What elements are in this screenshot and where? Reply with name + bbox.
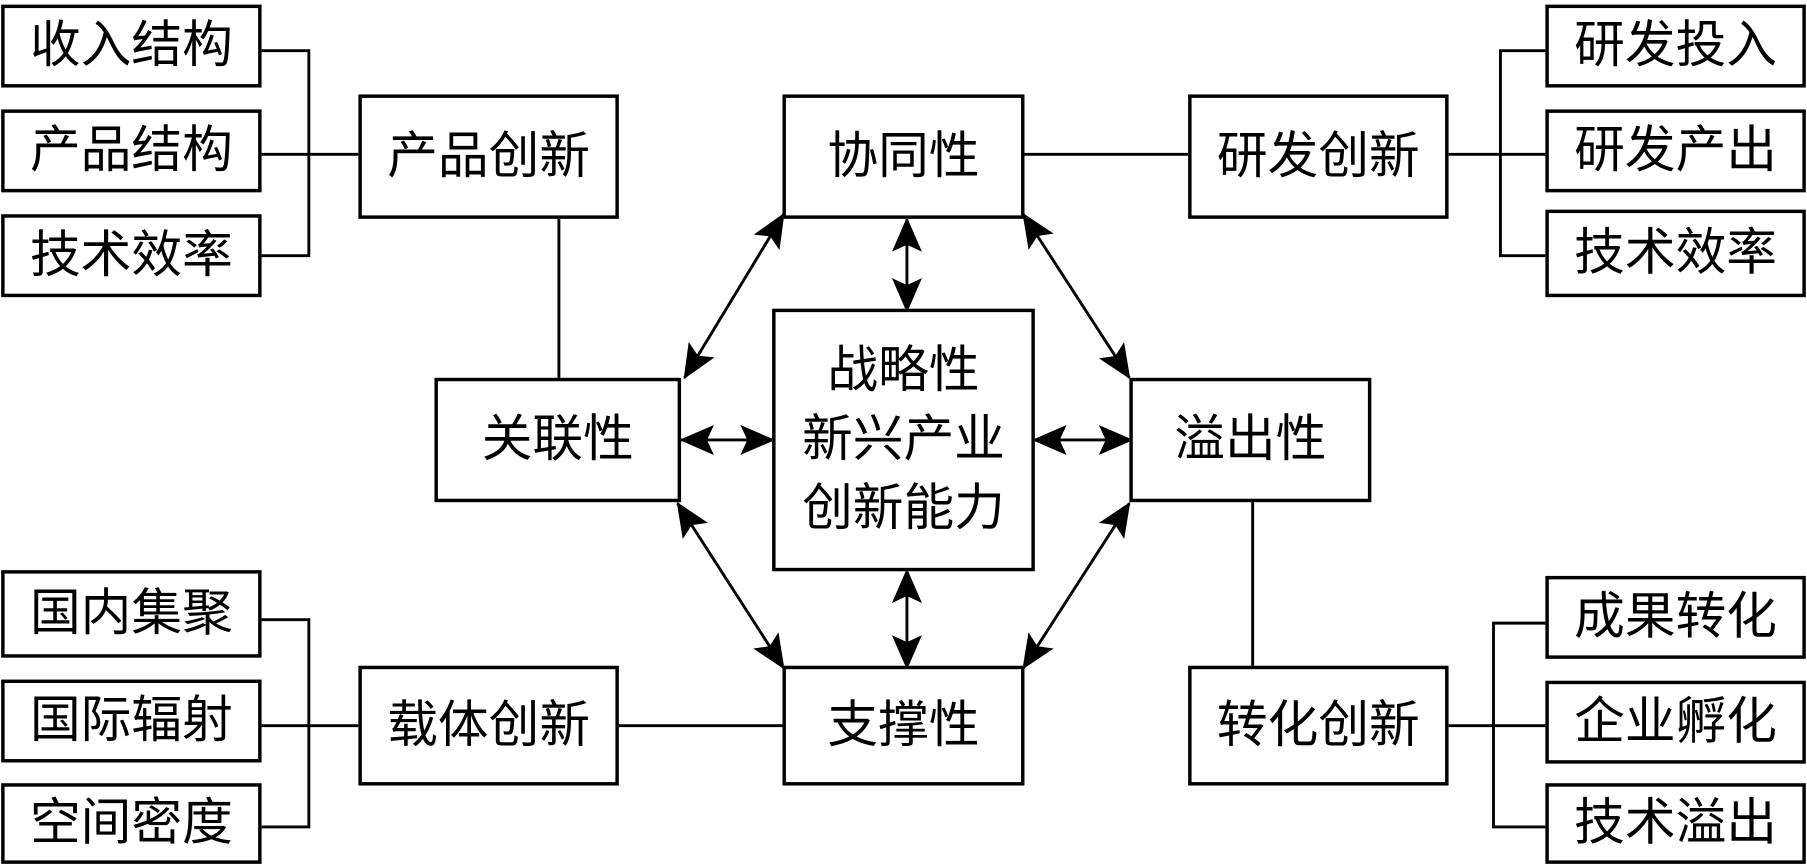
arrow-spillover-support bbox=[1022, 501, 1131, 670]
center-core: 战略性 新兴产业 创新能力 bbox=[772, 308, 1035, 572]
group-rnd-innovation: 研发创新 bbox=[1188, 94, 1449, 219]
hub-spillover: 溢出性 bbox=[1129, 377, 1372, 503]
leaf-product-1: 收入结构 bbox=[1, 4, 262, 88]
center-line-1: 战略性 bbox=[827, 340, 980, 400]
group-product-innovation: 产品创新 bbox=[358, 94, 619, 219]
leaf-product-2: 产品结构 bbox=[1, 109, 262, 193]
bracket-transform bbox=[1448, 621, 1547, 829]
leaf-transform-1: 成果转化 bbox=[1545, 575, 1806, 659]
center-line-2: 新兴产业 bbox=[802, 410, 1005, 469]
bracket-carrier bbox=[260, 618, 359, 829]
bracket-product bbox=[260, 49, 359, 258]
leaf-carrier-1: 国内集聚 bbox=[1, 570, 262, 658]
leaf-rnd-2: 研发产出 bbox=[1545, 109, 1806, 193]
arrow-linkage-synergy bbox=[683, 212, 785, 380]
hub-linkage: 关联性 bbox=[434, 377, 682, 503]
arrow-synergy-spillover bbox=[1022, 212, 1131, 380]
leaf-rnd-3: 技术效率 bbox=[1545, 209, 1806, 298]
hub-support: 支撑性 bbox=[782, 665, 1025, 786]
center-line-3: 创新能力 bbox=[802, 479, 1005, 538]
leaf-carrier-2: 国际辐射 bbox=[1, 679, 262, 763]
arrow-linkage-support bbox=[676, 501, 785, 670]
group-transform-innovation: 转化创新 bbox=[1188, 665, 1449, 786]
leaf-product-3: 技术效率 bbox=[1, 214, 262, 298]
leaf-transform-2: 企业孵化 bbox=[1545, 680, 1806, 764]
group-carrier-innovation: 载体创新 bbox=[358, 665, 619, 786]
hub-synergy: 协同性 bbox=[782, 94, 1025, 219]
leaf-transform-3: 技术溢出 bbox=[1545, 783, 1806, 864]
leaf-carrier-3: 空间密度 bbox=[1, 783, 262, 864]
bracket-rnd bbox=[1448, 49, 1547, 258]
leaf-rnd-1: 研发投入 bbox=[1545, 4, 1806, 88]
